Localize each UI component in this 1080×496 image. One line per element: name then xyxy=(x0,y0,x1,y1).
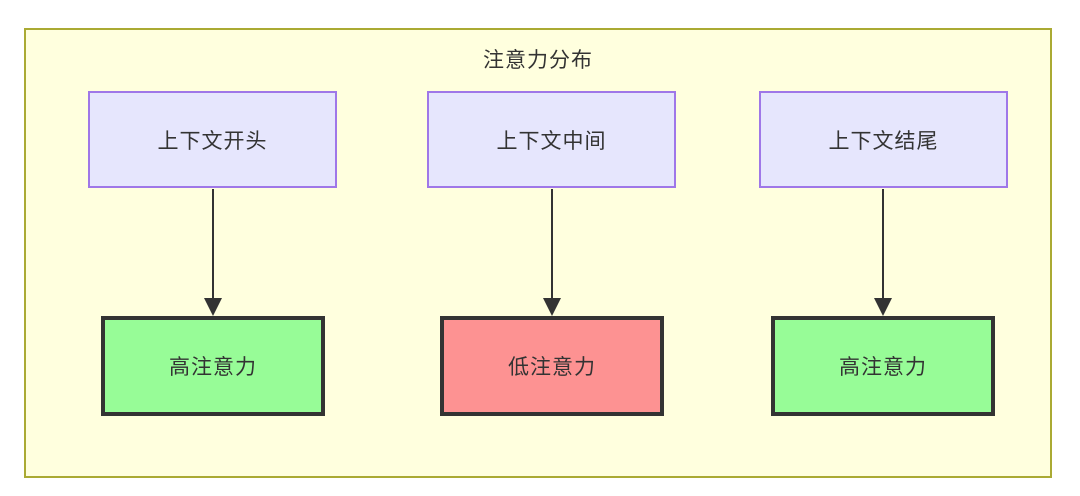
node-label: 上下文开头 xyxy=(157,129,268,153)
node-context-beginning[interactable]: 上下文开头 xyxy=(88,91,337,188)
node-label: 上下文结尾 xyxy=(828,129,939,153)
node-context-middle[interactable]: 上下文中间 xyxy=(427,91,676,188)
node-context-end[interactable]: 上下文结尾 xyxy=(759,91,1008,188)
node-label: 上下文中间 xyxy=(496,129,607,153)
node-label: 低注意力 xyxy=(508,356,596,379)
node-result-low-attention[interactable]: 低注意力 xyxy=(440,316,664,416)
node-label: 高注意力 xyxy=(839,356,927,379)
node-label: 高注意力 xyxy=(169,356,257,379)
subgraph-title: 注意力分布 xyxy=(483,49,593,72)
node-result-high-attention-right[interactable]: 高注意力 xyxy=(771,316,995,416)
node-result-high-attention-left[interactable]: 高注意力 xyxy=(101,316,325,416)
